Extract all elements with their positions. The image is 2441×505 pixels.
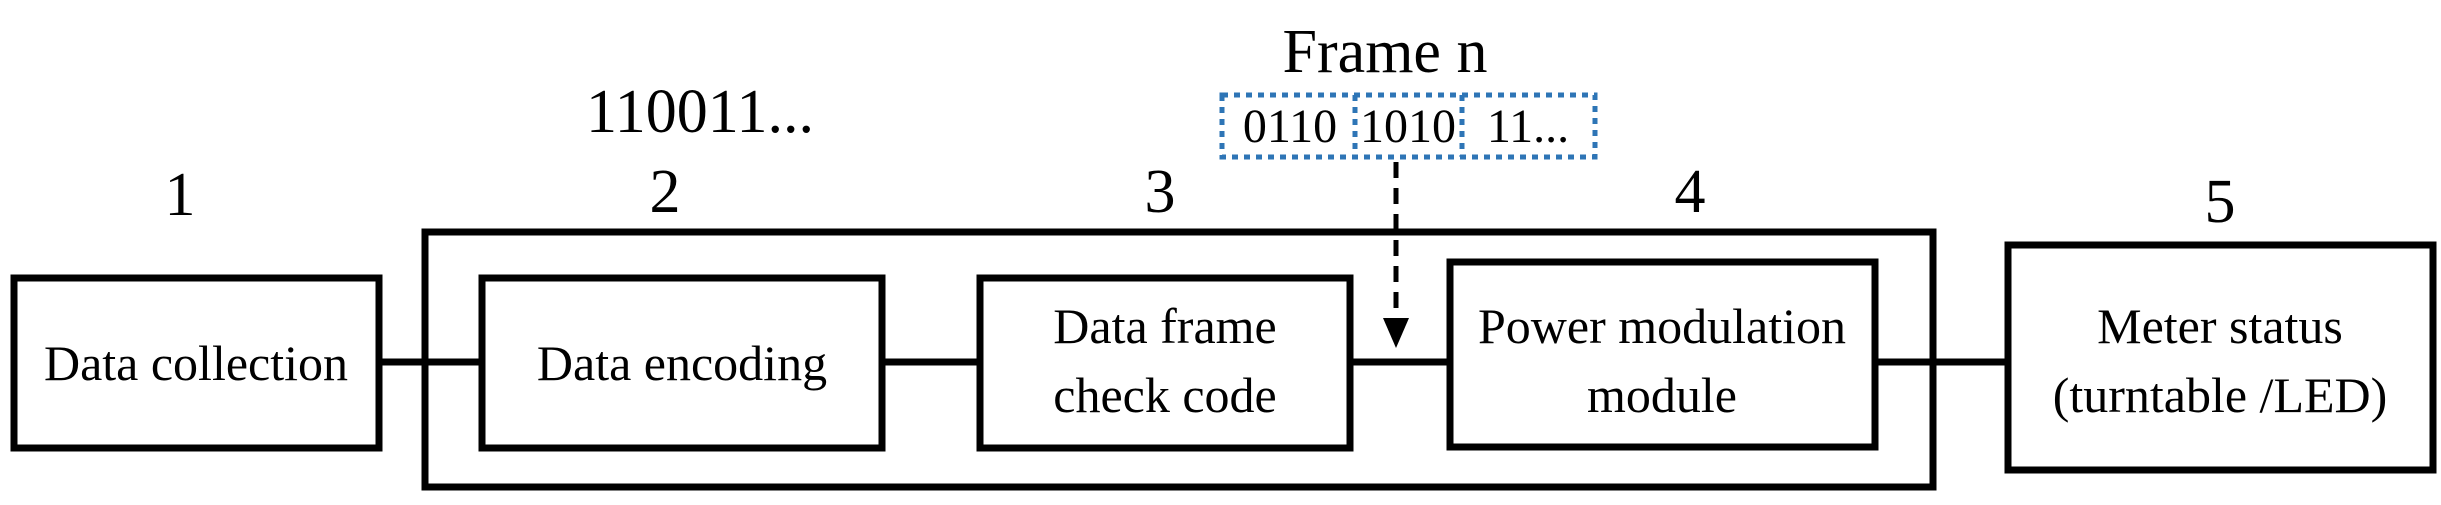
bit-stream-label: 110011... [586,78,814,146]
step-number-4: 4 [1675,158,1706,226]
frame-bits-part3: 11... [1487,100,1569,153]
step-number-1: 1 [165,161,196,229]
meter-status-label-line2: (turntable /LED) [2053,367,2388,423]
frame-title: Frame n [1283,18,1488,86]
check-code-label-line2: check code [1053,367,1276,423]
frame-injection-arrow-head [1383,318,1409,348]
step-number-5: 5 [2205,168,2236,236]
frame-bits-part1: 0110 [1243,100,1337,153]
meter-status-box [2004,241,2437,474]
data-encoding-label: Data encoding [537,335,827,391]
frame-bits-part2: 1010 [1360,100,1456,153]
step-number-3: 3 [1145,158,1176,226]
check-code-label-line1: Data frame [1053,298,1276,354]
power-modulation-label-line2: module [1587,367,1737,423]
power-modulation-label-line1: Power modulation [1478,298,1846,354]
data-collection-label: Data collection [44,335,348,391]
power-modulation-box [1446,258,1879,451]
step-number-2: 2 [650,158,681,226]
meter-status-label-line1: Meter status [2097,298,2343,354]
